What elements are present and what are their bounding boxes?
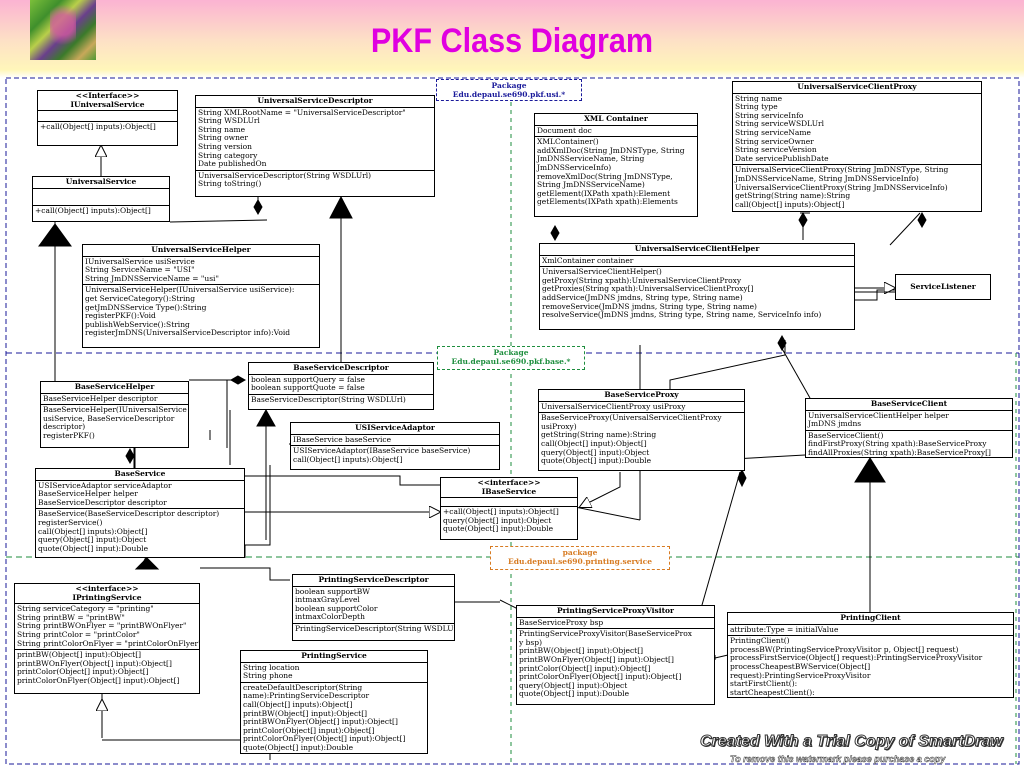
- class-header: PrintingClient: [728, 613, 1013, 625]
- class-attributes: USIServiceAdaptor serviceAdaptor BaseSer…: [36, 481, 244, 510]
- class-universalserviceclienthelper: UniversalServiceClientHelper XmlContaine…: [539, 243, 855, 330]
- class-attributes: UniversalServiceClientProxy usiProxy: [539, 402, 744, 414]
- class-universalservicehelper: UniversalServiceHelper IUniversalService…: [82, 244, 320, 348]
- class-methods: BaseServiceProxy(UniversalServiceClientP…: [541, 413, 722, 466]
- class-methods: BaseServiceHelper(IUniversalService usiS…: [43, 405, 187, 440]
- class-attributes: IBaseService baseService: [291, 435, 499, 447]
- class-attributes: UniversalServiceClientHelper helper JmDN…: [806, 411, 1012, 431]
- class-header: ServiceListener: [910, 282, 976, 291]
- class-baseservicehelper: BaseServiceHelper BaseServiceHelper desc…: [40, 381, 189, 448]
- class-header: UniversalServiceDescriptor: [196, 96, 434, 108]
- class-header: <<Interface>> IUniversalService: [38, 91, 177, 112]
- class-attributes: BaseServiceHelper descriptor: [41, 394, 188, 406]
- watermark-subtitle: To remove this watermark please purchase…: [730, 754, 946, 765]
- watermark-title: Created With a Trial Copy of SmartDraw: [700, 733, 1004, 751]
- class-baseserviceclient: BaseServiceClient UniversalServiceClient…: [805, 398, 1013, 458]
- class-header: BaseService: [36, 469, 244, 481]
- package-label-printing: package Edu.depaul.se690.printing.servic…: [490, 546, 670, 570]
- class-attributes: [38, 111, 177, 123]
- class-attributes: String XMLRootName = "UniversalServiceDe…: [196, 108, 434, 171]
- class-methods: UniversalServiceDescriptor(String WSDLUr…: [198, 170, 372, 189]
- class-methods: PrintingServiceDescriptor(String WSDLUrl…: [295, 623, 455, 633]
- class-baseservicedescriptor: BaseServiceDescriptor boolean supportQue…: [248, 362, 434, 410]
- class-header: PrintingServiceProxyVisitor: [517, 606, 714, 618]
- class-attributes: [33, 189, 169, 206]
- class-methods: +call(Object[] inputs):Object[]: [40, 122, 156, 132]
- class-header: <<interface>> IPrintingService: [15, 584, 199, 605]
- class-methods: BaseServiceDescriptor(String WSDLUrl): [251, 394, 406, 404]
- class-methods: UniversalServiceHelper(IUniversalService…: [85, 285, 295, 338]
- class-methods: +call(Object[] inputs):Object[]: [35, 205, 151, 215]
- class-methods: USIServiceAdaptor(IBaseService baseServi…: [293, 446, 471, 464]
- class-methods: PrintingClient() processBW(PrintingServi…: [730, 636, 983, 697]
- class-header: UniversalService: [33, 177, 169, 189]
- class-methods: createDefaultDescriptor(String name):Pri…: [243, 682, 406, 752]
- class-attributes: String name String type String serviceIn…: [733, 94, 981, 166]
- class-universalservicedescriptor: UniversalServiceDescriptor String XMLRoo…: [195, 95, 435, 197]
- class-universalserviceclientproxy: UniversalServiceClientProxy String name …: [732, 81, 982, 212]
- class-servicelistener: ServiceListener: [895, 274, 991, 300]
- class-header: UniversalServiceClientProxy: [733, 82, 981, 94]
- class-header: PrintingServiceDescriptor: [293, 575, 454, 587]
- page-title: PKF Class Diagram: [370, 22, 654, 60]
- class-methods: BaseServiceClient() findFirstProxy(Strin…: [808, 430, 991, 457]
- package-label-usi: Package Edu.depaul.se690.pkf.usi.*: [436, 79, 582, 101]
- class-attributes: BaseServiceProxy bsp: [517, 618, 714, 630]
- package-boundaries: [5, 77, 1020, 765]
- class-header: BaseServiceProxy: [539, 390, 744, 402]
- class-attributes: IUniversalService usiService String Serv…: [83, 257, 319, 286]
- class-baseservice: BaseService USIServiceAdaptor serviceAda…: [35, 468, 245, 558]
- class-header: XML Container: [535, 114, 697, 126]
- class-attributes: Document doc: [535, 126, 697, 138]
- class-header: UniversalServiceClientHelper: [540, 244, 854, 256]
- class-ibaseservice: <<interface>> IBaseService +call(Object[…: [440, 477, 578, 540]
- class-baseserviceproxy: BaseServiceProxy UniversalServiceClientP…: [538, 389, 745, 471]
- class-iuniversalservice: <<Interface>> IUniversalService +call(Ob…: [37, 90, 178, 146]
- class-header: BaseServiceDescriptor: [249, 363, 433, 375]
- class-printingclient: PrintingClient attribute:Type = initialV…: [727, 612, 1014, 698]
- class-header: USIServiceAdaptor: [291, 423, 499, 435]
- class-xmlcontainer: XML Container Document doc XMLContainer(…: [534, 113, 698, 217]
- class-attributes: boolean supportQuery = false boolean sup…: [249, 375, 433, 395]
- connectors: [38, 146, 927, 760]
- class-methods: UniversalServiceClientProxy(String JmDNS…: [735, 165, 949, 209]
- class-header: <<interface>> IBaseService: [441, 478, 577, 499]
- class-usiserviceadaptor: USIServiceAdaptor IBaseService baseServi…: [290, 422, 500, 470]
- class-printingservice: PrintingService String location String p…: [240, 650, 428, 754]
- class-attributes: String serviceCategory = "printing" Stri…: [15, 604, 199, 651]
- class-methods: XMLContainer() addXmlDoc(String JmDNSTyp…: [537, 137, 685, 207]
- class-methods: UniversalServiceClientHelper() getProxy(…: [542, 267, 822, 320]
- class-attributes: boolean supportBW intmaxGrayLevel boolea…: [293, 587, 454, 624]
- class-methods: PrintingServiceProxyVisitor(BaseServiceP…: [519, 629, 693, 699]
- class-attributes: attribute:Type = initialValue: [728, 625, 1013, 637]
- class-header: UniversalServiceHelper: [83, 245, 319, 257]
- class-printingservicedescriptor: PrintingServiceDescriptor boolean suppor…: [292, 574, 455, 641]
- class-header: PrintingService: [241, 651, 427, 663]
- class-universalservice: UniversalService +call(Object[] inputs):…: [32, 176, 170, 222]
- class-attributes: XmlContainer container: [540, 256, 854, 268]
- class-attributes: [441, 498, 577, 508]
- class-header: BaseServiceClient: [806, 399, 1012, 411]
- class-header: BaseServiceHelper: [41, 382, 188, 394]
- class-methods: +call(Object[] inputs):Object[] query(Ob…: [443, 507, 559, 534]
- class-attributes: String location String phone: [241, 663, 427, 683]
- package-label-base: Package Edu.depaul.se690.pkf.base.*: [437, 346, 585, 370]
- logo-image: [30, 0, 96, 60]
- class-methods: BaseService(BaseServiceDescriptor descri…: [38, 509, 220, 553]
- class-methods: printBW(Object[] input):Object[] printBW…: [17, 650, 180, 685]
- class-iprintingservice: <<interface>> IPrintingService String se…: [14, 583, 200, 694]
- class-printingserviceproxyvisitor: PrintingServiceProxyVisitor BaseServiceP…: [516, 605, 715, 705]
